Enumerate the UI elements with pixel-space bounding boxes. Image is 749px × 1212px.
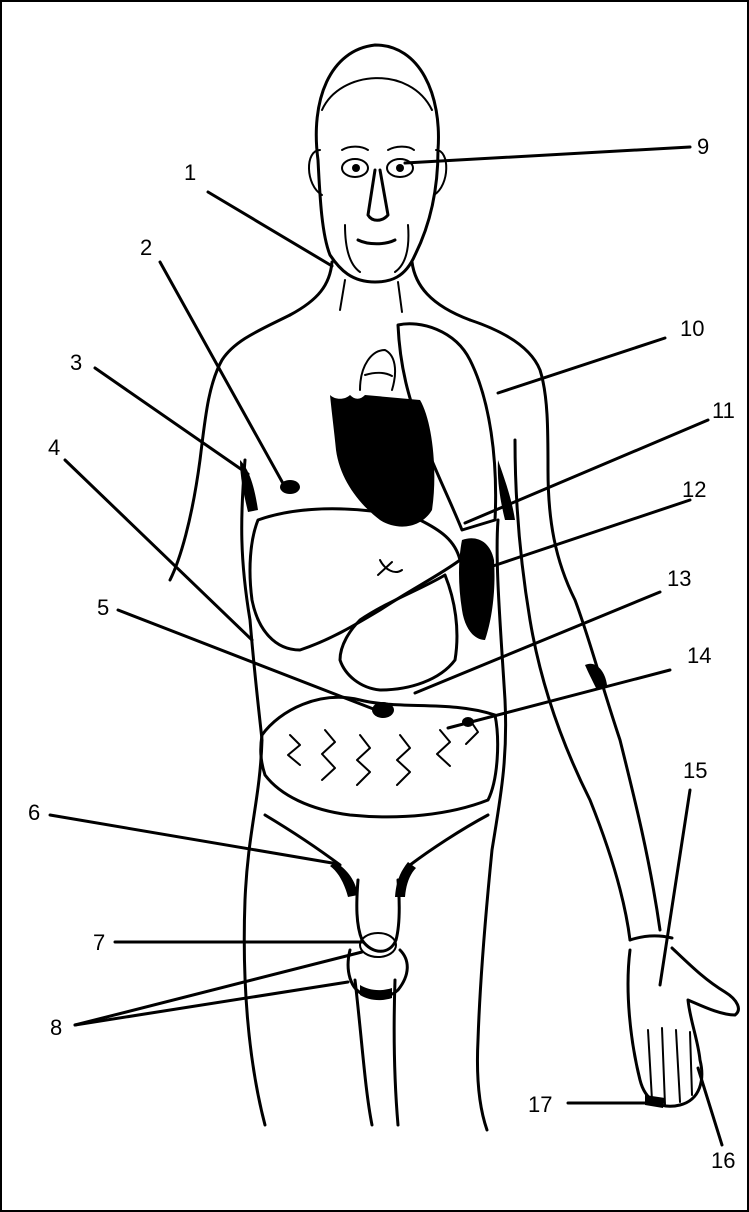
leader-2: [160, 262, 285, 487]
inguinal-dark-left: [330, 862, 358, 897]
right-inner-arm: [515, 440, 630, 940]
label-9: 9: [697, 134, 709, 159]
penis: [357, 880, 400, 951]
left-shoulder-arm: [170, 315, 290, 580]
leader-12: [493, 500, 690, 566]
heart: [330, 395, 434, 527]
label-14: 14: [687, 643, 711, 668]
leader-1: [208, 192, 332, 266]
hand: [628, 948, 738, 1106]
right-armpit: [498, 460, 515, 520]
stomach: [340, 575, 457, 690]
leader-13: [415, 592, 660, 693]
leader-5: [118, 610, 376, 710]
intestine-loops: [288, 720, 478, 785]
label-3: 3: [70, 350, 82, 375]
label-1: 1: [184, 160, 196, 185]
label-16: 16: [711, 1148, 735, 1173]
leader-16: [698, 1068, 722, 1145]
label-7: 7: [93, 930, 105, 955]
leader-3: [95, 368, 248, 474]
spleen: [459, 538, 495, 640]
label-5: 5: [97, 595, 109, 620]
label-4: 4: [48, 435, 60, 460]
label-2: 2: [140, 235, 152, 260]
right-inner-leg: [394, 980, 398, 1125]
label-12: 12: [682, 477, 706, 502]
leader-8a: [75, 952, 362, 1025]
aorta: [360, 350, 395, 390]
leader-14: [448, 670, 670, 728]
liver: [250, 509, 460, 650]
label-11: 11: [712, 398, 735, 423]
left-inner-leg: [355, 980, 372, 1125]
leader-15: [660, 790, 690, 985]
leader-6: [50, 815, 338, 864]
leader-8b: [75, 982, 348, 1025]
hair-line: [322, 78, 432, 110]
fingers: [648, 1028, 692, 1105]
label-15: 15: [683, 758, 707, 783]
nose: [368, 170, 388, 220]
label-17: 17: [528, 1092, 552, 1117]
label-6: 6: [28, 800, 40, 825]
right-shoulder-arm: [470, 320, 660, 930]
label-8: 8: [50, 1015, 62, 1040]
label-10: 10: [680, 316, 704, 341]
leader-4: [65, 460, 252, 640]
leader-9: [405, 147, 690, 163]
torso-left-side: [242, 460, 265, 1125]
body-figure: [170, 45, 738, 1130]
neck-outline: [290, 262, 332, 315]
label-13: 13: [667, 566, 691, 591]
mouth: [358, 240, 395, 244]
